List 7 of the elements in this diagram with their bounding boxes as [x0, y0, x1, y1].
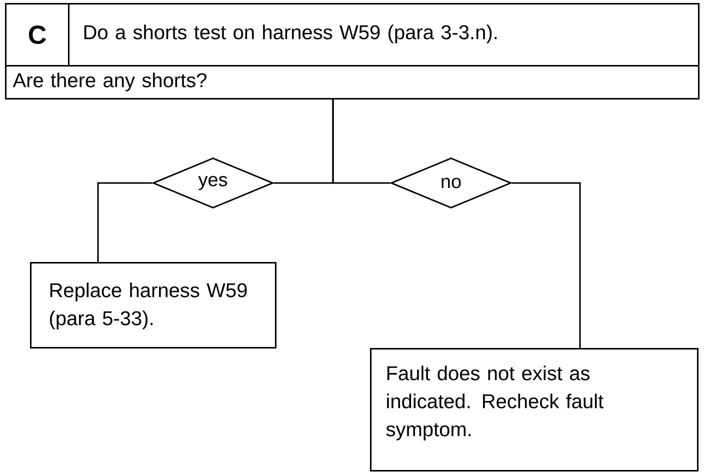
connector-line — [512, 182, 581, 348]
action-box: Fault does not exist as indicated. Recheck fault symptom. — [370, 348, 698, 472]
action-box: Replace harness W59 (para 5-33). — [30, 262, 276, 348]
connector-line — [332, 100, 390, 184]
connector-line — [97, 182, 152, 262]
question-box: Are there any shorts? — [5, 65, 700, 100]
step-letter-box: C — [5, 3, 70, 66]
